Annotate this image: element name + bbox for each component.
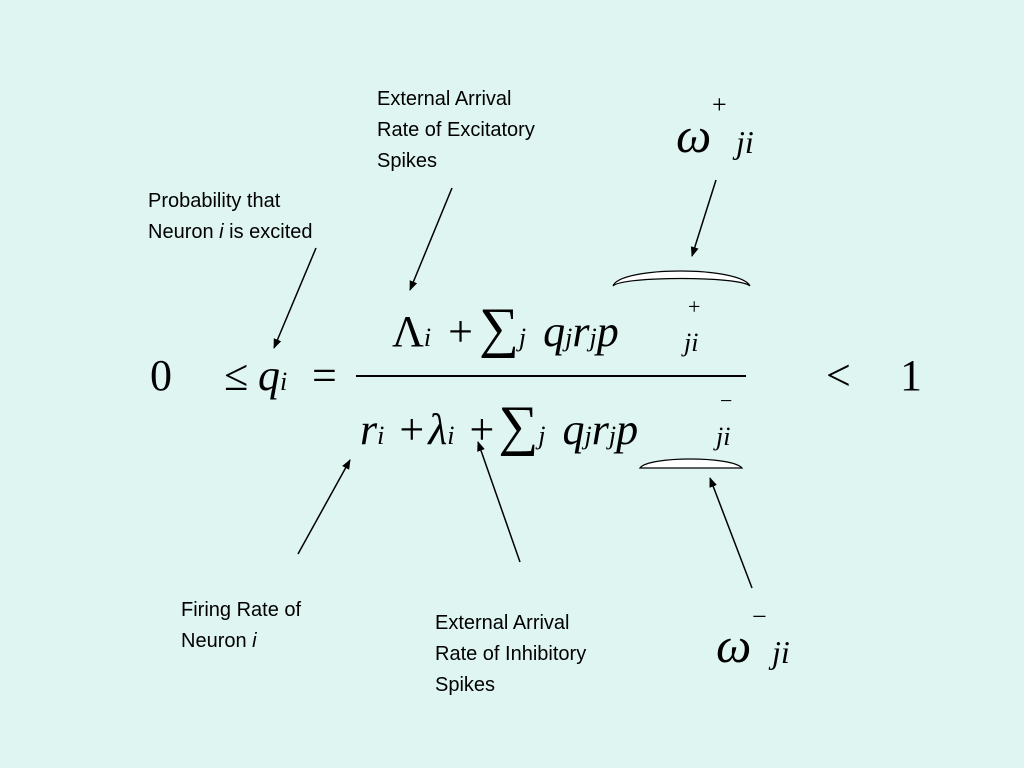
overbrace-numerator [612,270,751,287]
leq-sign: ≤ [224,351,249,400]
numerator-p-index: ji [684,328,699,357]
label-firing-rate: Firing Rate of Neuron i [181,599,302,652]
label-excitatory-rate: External Arrival Rate of Excitatory Spik… [377,88,535,172]
arrow-omega-minus [709,477,753,589]
omega-plus-symbol: ω [676,107,712,163]
omega-plus-index: ji [736,124,754,160]
denominator-p-index: ji [716,422,731,451]
underbrace-denominator [638,458,744,469]
lt-sign: < [826,351,851,400]
denominator-p-sign: − [720,388,733,413]
numerator: Λi +∑j qjrjp [392,297,619,359]
arrow-inhibitory [477,441,521,563]
omega-minus-symbol: ω [716,617,752,673]
q-i: qi [258,351,288,400]
numerator-p-sign: + [688,294,701,319]
arrow-omega-plus [690,179,717,257]
equals-sign: = [312,351,337,400]
label-probability-excited: Probability that Neuron i is excited [148,190,313,243]
upper-bound: 1 [900,351,922,400]
omega-minus-index: ji [772,634,790,670]
arrow-excitatory [409,187,453,291]
lower-bound: 0 [150,351,172,400]
omega-plus-sign: + [712,90,727,119]
denominator: ri +λi +∑j qjrjp [360,395,639,457]
label-inhibitory-rate: External Arrival Rate of Inhibitory Spik… [435,612,587,696]
arrow-firing-rate [297,459,351,555]
arrow-probability [273,247,317,349]
omega-minus-sign: − [752,602,767,631]
